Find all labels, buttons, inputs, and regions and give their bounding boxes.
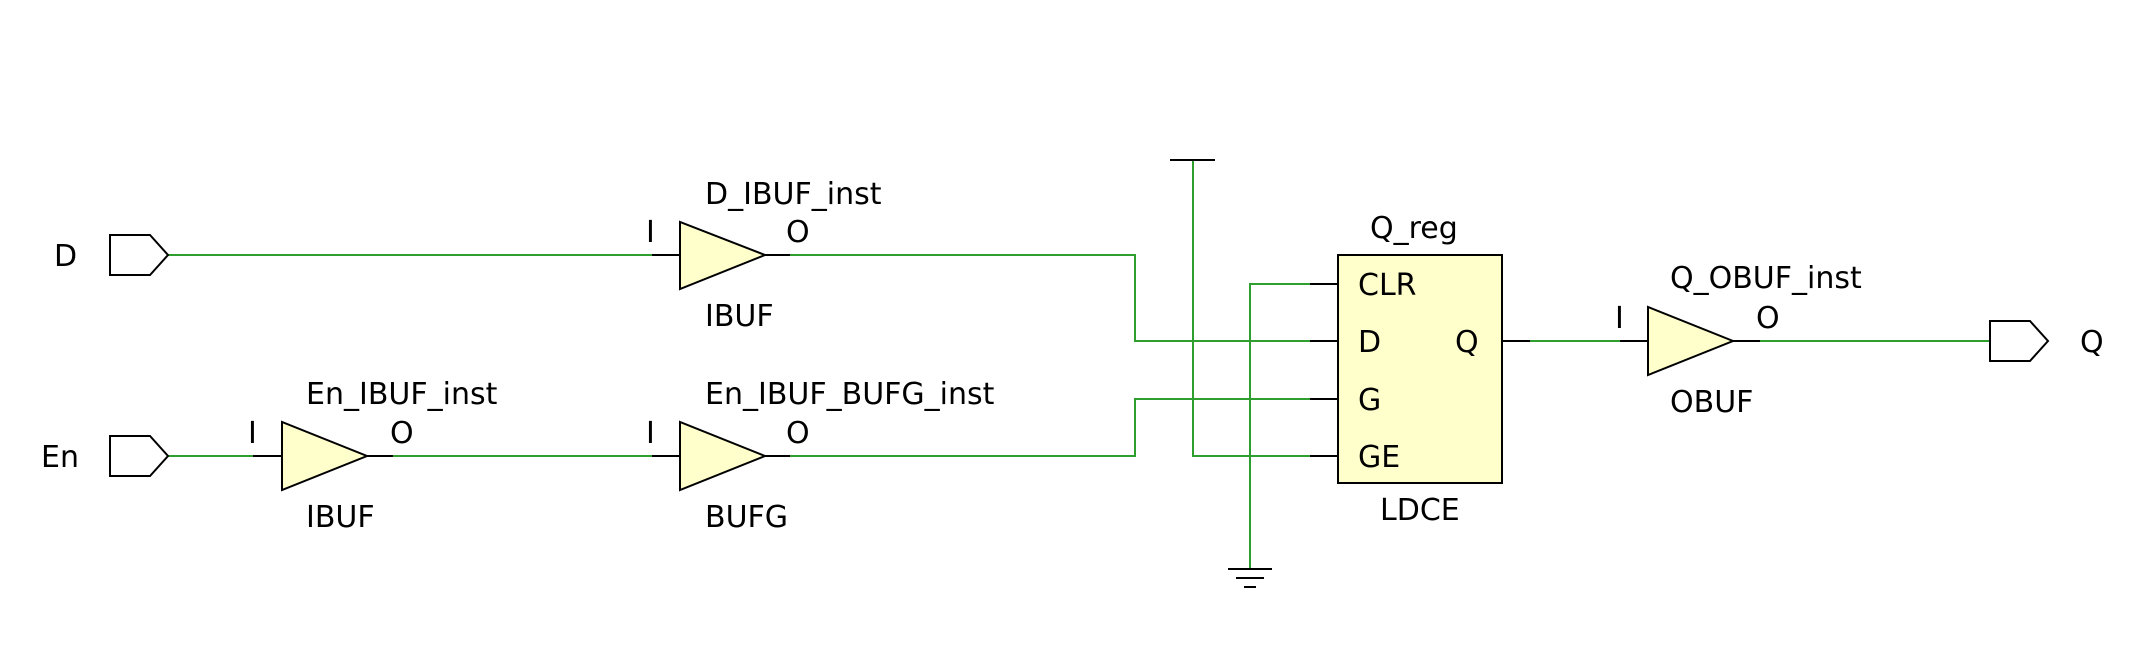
input-port-shape <box>109 234 170 276</box>
d-ibuf-pin-o: O <box>786 215 810 250</box>
en-bufg-pin-o: O <box>786 416 810 451</box>
port-en[interactable]: En <box>41 435 170 477</box>
en-ibuf-pin-o: O <box>390 416 414 451</box>
q-reg-instance-name: Q_reg <box>1370 211 1458 246</box>
en-bufg-cell[interactable]: En_IBUF_BUFG_inst I O BUFG <box>646 377 995 535</box>
q-reg-type: LDCE <box>1380 493 1460 528</box>
en-ibuf-instance-name: En_IBUF_inst <box>306 377 498 412</box>
port-q[interactable]: Q <box>1989 320 2104 362</box>
net-en-bufg-out[interactable] <box>790 398 1310 457</box>
d-ibuf-cell[interactable]: D_IBUF_inst I O IBUF <box>646 177 882 334</box>
q-obuf-pin-i: I <box>1615 301 1624 336</box>
buffer-triangle <box>679 420 768 492</box>
q-reg-pin-ge: GE <box>1358 440 1400 475</box>
port-d[interactable]: D <box>54 234 170 276</box>
input-port-shape <box>109 435 170 477</box>
q-obuf-cell[interactable]: Q_OBUF_inst I O OBUF <box>1615 261 1862 420</box>
port-d-label: D <box>54 239 77 274</box>
q-reg-cell[interactable]: Q_reg CLR D G GE Q LDCE <box>1310 211 1530 528</box>
net-d-ibuf-out[interactable] <box>790 254 1310 342</box>
q-reg-pin-clr: CLR <box>1358 268 1417 303</box>
q-obuf-instance-name: Q_OBUF_inst <box>1670 261 1862 296</box>
d-ibuf-instance-name: D_IBUF_inst <box>705 177 882 212</box>
en-bufg-pin-i: I <box>646 416 655 451</box>
latch-body <box>1337 254 1503 484</box>
port-en-label: En <box>41 440 79 475</box>
port-q-label: Q <box>2080 325 2104 360</box>
net-vcc-ge[interactable] <box>1192 160 1310 457</box>
en-ibuf-pin-i: I <box>248 416 257 451</box>
q-obuf-type: OBUF <box>1670 385 1753 420</box>
buffer-triangle <box>1647 305 1736 377</box>
buffer-triangle <box>679 220 768 291</box>
en-bufg-type: BUFG <box>705 500 788 535</box>
nets <box>168 160 1990 569</box>
d-ibuf-pin-i: I <box>646 215 655 250</box>
q-reg-pin-d: D <box>1358 325 1381 360</box>
ground-symbol <box>1228 568 1272 588</box>
buffer-triangle <box>281 420 370 492</box>
output-port-shape <box>1989 320 2050 362</box>
q-obuf-pin-o: O <box>1756 301 1780 336</box>
net-gnd-clr[interactable] <box>1249 283 1310 569</box>
q-reg-pin-q: Q <box>1455 325 1479 360</box>
en-ibuf-type: IBUF <box>306 500 375 535</box>
q-reg-pin-g: G <box>1358 383 1381 418</box>
en-bufg-instance-name: En_IBUF_BUFG_inst <box>705 377 995 412</box>
d-ibuf-type: IBUF <box>705 299 774 334</box>
en-ibuf-cell[interactable]: En_IBUF_inst I O IBUF <box>248 377 498 535</box>
